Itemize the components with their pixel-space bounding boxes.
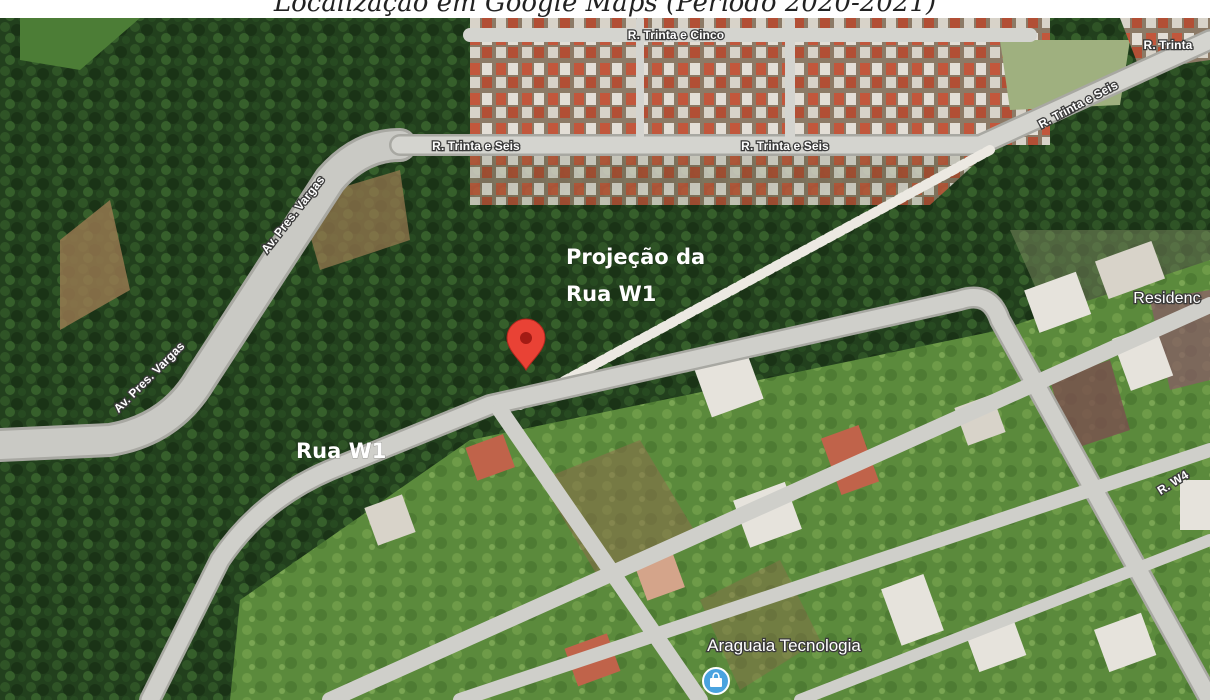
projection-label-line2: Rua W1 <box>566 282 656 306</box>
road-label-trinta-e-seis-mid: R. Trinta e Seis <box>741 139 829 153</box>
rua-w1-label: Rua W1 <box>296 439 386 463</box>
caption-text: Localização em Google Maps (Período 2020… <box>273 0 937 18</box>
shopping-bag-icon <box>702 667 730 695</box>
road-label-trinta: R. Trinta <box>1144 38 1193 52</box>
map-pin-icon[interactable] <box>506 318 546 371</box>
road-label-trinta-e-cinco: R. Trinta e Cinco <box>628 28 724 42</box>
annotations: Projeção da Rua W1 Rua W1 <box>296 245 706 464</box>
projection-label-line1: Projeção da <box>566 245 705 269</box>
road-network <box>0 15 1210 700</box>
road-label-trinta-e-seis-left: R. Trinta e Seis <box>432 139 520 153</box>
poi-label: Araguaia Tecnologia <box>707 636 861 655</box>
road-label-residencial: Residenc <box>1133 290 1201 307</box>
residential-block-north <box>470 18 1210 205</box>
poi-araguaia-tecnologia[interactable]: Araguaia Tecnologia <box>702 635 863 695</box>
map-caption: Localização em Google Maps (Período 2020… <box>0 0 1210 18</box>
